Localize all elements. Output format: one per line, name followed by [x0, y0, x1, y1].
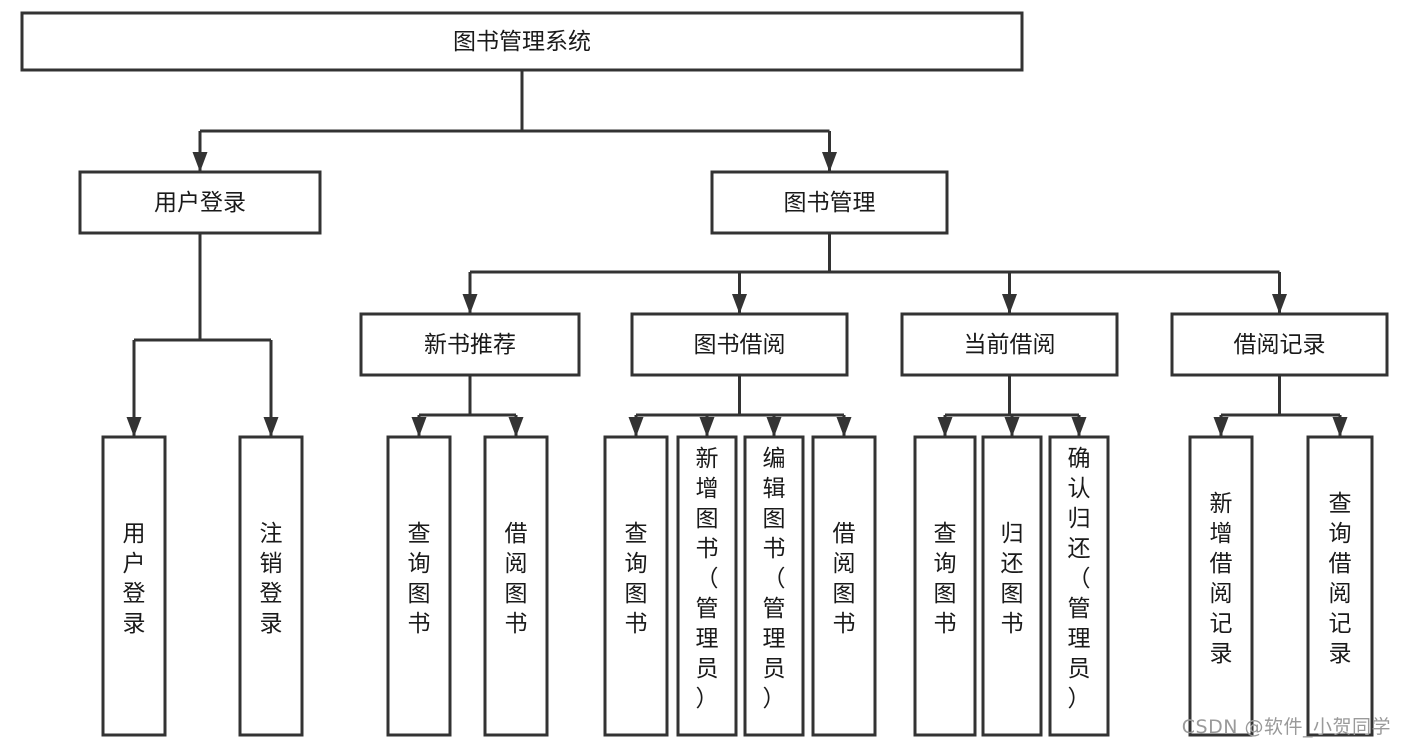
node-新增借阅记录-group[interactable]: 新增借阅记录 — [1188, 435, 1254, 737]
node-确认归还管理员-group[interactable]: 确认归还（管理员） — [1048, 435, 1110, 737]
arrow-head-icon — [628, 417, 644, 437]
arrow-head-icon — [1272, 294, 1287, 314]
node-图书借阅-group[interactable]: 图书借阅 — [630, 312, 849, 377]
node-查询图书-group[interactable]: 查询图书 — [603, 435, 669, 737]
node-新增借阅记录-box[interactable] — [1188, 435, 1254, 737]
node-查询图书-group[interactable]: 查询图书 — [913, 435, 977, 737]
arrow-head-icon — [411, 417, 427, 437]
node-新书推荐-group[interactable]: 新书推荐 — [359, 312, 581, 377]
arrow-head-icon — [1213, 417, 1229, 437]
node-借阅记录-group[interactable]: 借阅记录 — [1170, 312, 1389, 377]
node-注销登录-label: 注销登录 — [260, 521, 283, 637]
arrow-head-icon — [263, 417, 279, 437]
node-编辑图书管理员-group[interactable]: 编辑图书（管理员） — [743, 435, 805, 737]
node-确认归还管理员-label: 确认归还（管理员） — [1068, 446, 1091, 712]
arrow-head-icon — [462, 294, 478, 314]
arrow-head-icon — [836, 417, 852, 437]
node-查询图书-group[interactable]: 查询图书 — [386, 435, 452, 737]
node-借阅记录-box[interactable] — [1170, 312, 1389, 377]
node-借阅图书-box[interactable] — [483, 435, 549, 737]
arrow-head-icon — [1332, 417, 1348, 437]
node-编辑图书管理员-box[interactable] — [743, 435, 805, 737]
arrow-head-icon — [822, 152, 837, 172]
arrow-head-icon — [1071, 417, 1087, 437]
arrow-head-icon — [1002, 294, 1017, 314]
arrow-head-icon — [699, 417, 715, 437]
node-当前借阅-label: 当前借阅 — [964, 332, 1056, 358]
node-用户登录-box[interactable] — [101, 435, 167, 737]
node-新增图书管理员-box[interactable] — [676, 435, 738, 737]
node-新书推荐-label: 新书推荐 — [424, 332, 516, 358]
node-查询图书-box[interactable] — [603, 435, 669, 737]
node-新增图书管理员-label: 新增图书（管理员） — [696, 446, 719, 712]
node-新增借阅记录-label: 新增借阅记录 — [1210, 491, 1233, 667]
node-新书推荐-box[interactable] — [359, 312, 581, 377]
arrow-head-icon — [126, 417, 142, 437]
node-当前借阅-box[interactable] — [900, 312, 1119, 377]
node-图书借阅-label: 图书借阅 — [694, 332, 786, 358]
node-用户登录-group[interactable]: 用户登录 — [78, 170, 322, 235]
node-用户登录-label: 用户登录 — [123, 521, 146, 637]
node-查询图书-box[interactable] — [386, 435, 452, 737]
arrow-head-icon — [508, 417, 524, 437]
node-当前借阅-group[interactable]: 当前借阅 — [900, 312, 1119, 377]
arrow-head-icon — [1004, 417, 1020, 437]
node-图书管理-group[interactable]: 图书管理 — [710, 170, 949, 235]
node-编辑图书管理员-label: 编辑图书（管理员） — [763, 446, 786, 712]
node-图书借阅-box[interactable] — [630, 312, 849, 377]
node-注销登录-group[interactable]: 注销登录 — [238, 435, 304, 737]
node-查询借阅记录-group[interactable]: 查询借阅记录 — [1306, 435, 1374, 737]
arrow-head-icon — [732, 294, 747, 314]
node-图书管理-label: 图书管理 — [784, 190, 876, 216]
arrow-head-icon — [766, 417, 782, 437]
node-查询图书-box[interactable] — [913, 435, 977, 737]
node-确认归还管理员-box[interactable] — [1048, 435, 1110, 737]
node-图书管理-box[interactable] — [710, 170, 949, 235]
node-借阅图书-group[interactable]: 借阅图书 — [811, 435, 877, 737]
node-新增图书管理员-group[interactable]: 新增图书（管理员） — [676, 435, 738, 737]
node-归还图书-label: 归还图书 — [1001, 521, 1024, 637]
node-图书管理系统-box[interactable] — [20, 11, 1024, 72]
node-借阅记录-label: 借阅记录 — [1234, 332, 1326, 358]
watermark-label: CSDN @软件_小贺同学 — [1181, 716, 1391, 738]
node-归还图书-group[interactable]: 归还图书 — [981, 435, 1043, 737]
node-查询图书-label: 查询图书 — [408, 521, 431, 637]
node-查询图书-label: 查询图书 — [934, 521, 957, 637]
arrow-head-icon — [192, 152, 208, 172]
node-查询图书-label: 查询图书 — [625, 521, 648, 637]
node-图书管理系统-group[interactable]: 图书管理系统 — [20, 11, 1024, 72]
node-用户登录-box[interactable] — [78, 170, 322, 235]
node-借阅图书-label: 借阅图书 — [833, 521, 856, 637]
node-用户登录-group[interactable]: 用户登录 — [101, 435, 167, 737]
arrow-head-icon — [937, 417, 953, 437]
node-借阅图书-group[interactable]: 借阅图书 — [483, 435, 549, 737]
node-借阅图书-box[interactable] — [811, 435, 877, 737]
node-图书管理系统-label: 图书管理系统 — [453, 29, 591, 55]
node-借阅图书-label: 借阅图书 — [505, 521, 528, 637]
node-用户登录-label: 用户登录 — [154, 190, 246, 216]
node-查询借阅记录-label: 查询借阅记录 — [1329, 491, 1352, 667]
node-查询借阅记录-box[interactable] — [1306, 435, 1374, 737]
node-归还图书-box[interactable] — [981, 435, 1043, 737]
node-注销登录-box[interactable] — [238, 435, 304, 737]
